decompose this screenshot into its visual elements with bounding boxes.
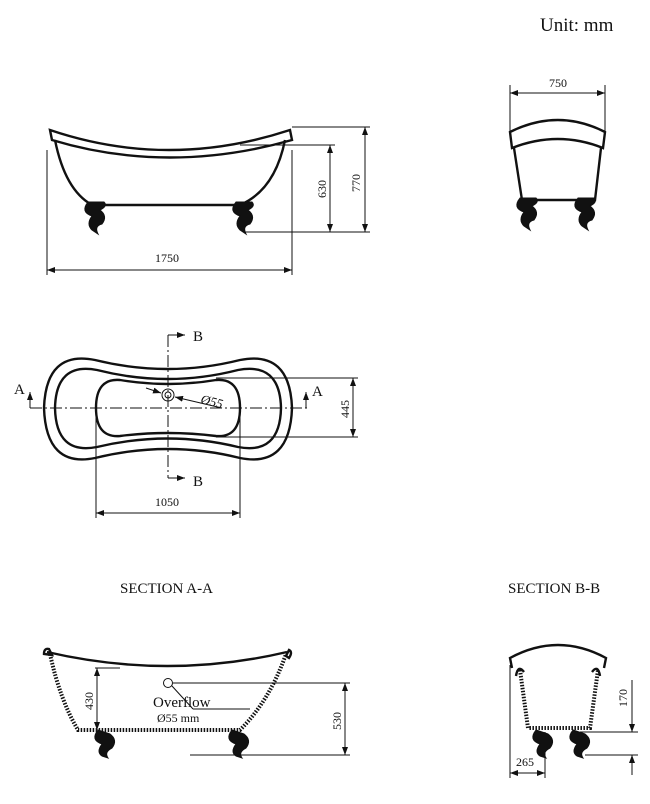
leg-height-dimension: 170 (616, 689, 630, 707)
section-b-label-top: B (193, 329, 203, 345)
depth-dimension: 430 (82, 692, 96, 710)
side-view: 1750 630 770 (46, 126, 370, 275)
section-a-label-left: A (14, 382, 25, 398)
inner-length-dimension: 1050 (155, 495, 179, 509)
section-bb-title: SECTION B-B (508, 581, 600, 597)
overflow-height-dimension: 530 (330, 712, 344, 730)
section-b-label-bottom: B (193, 474, 203, 490)
end-view: 750 (508, 76, 607, 232)
unit-label: Unit: mm (540, 15, 614, 36)
overflow-size: Ø55 mm (157, 711, 200, 725)
rim-height-dimension: 770 (349, 174, 363, 192)
claw-foot-right (232, 201, 254, 236)
section-bb: 265 170 (508, 643, 638, 778)
leg-offset-dimension: 265 (516, 755, 534, 769)
inner-width-dimension: 445 (338, 400, 352, 418)
section-aa: 430 Overflow Ø55 mm 530 (42, 647, 350, 759)
width-dimension: 750 (549, 76, 567, 90)
section-aa-title: SECTION A-A (120, 581, 213, 597)
overflow-circle (163, 678, 173, 688)
length-dimension: 1750 (155, 251, 179, 265)
body-height-dimension: 630 (315, 180, 329, 198)
claw-foot-left (84, 201, 106, 236)
section-a-label-right: A (312, 384, 323, 400)
drain-diameter: Ø55 (198, 391, 225, 411)
top-view: B B A A Ø55 445 1050 (14, 329, 358, 518)
drain-circle (161, 388, 175, 402)
overflow-label: Overflow (153, 695, 211, 711)
